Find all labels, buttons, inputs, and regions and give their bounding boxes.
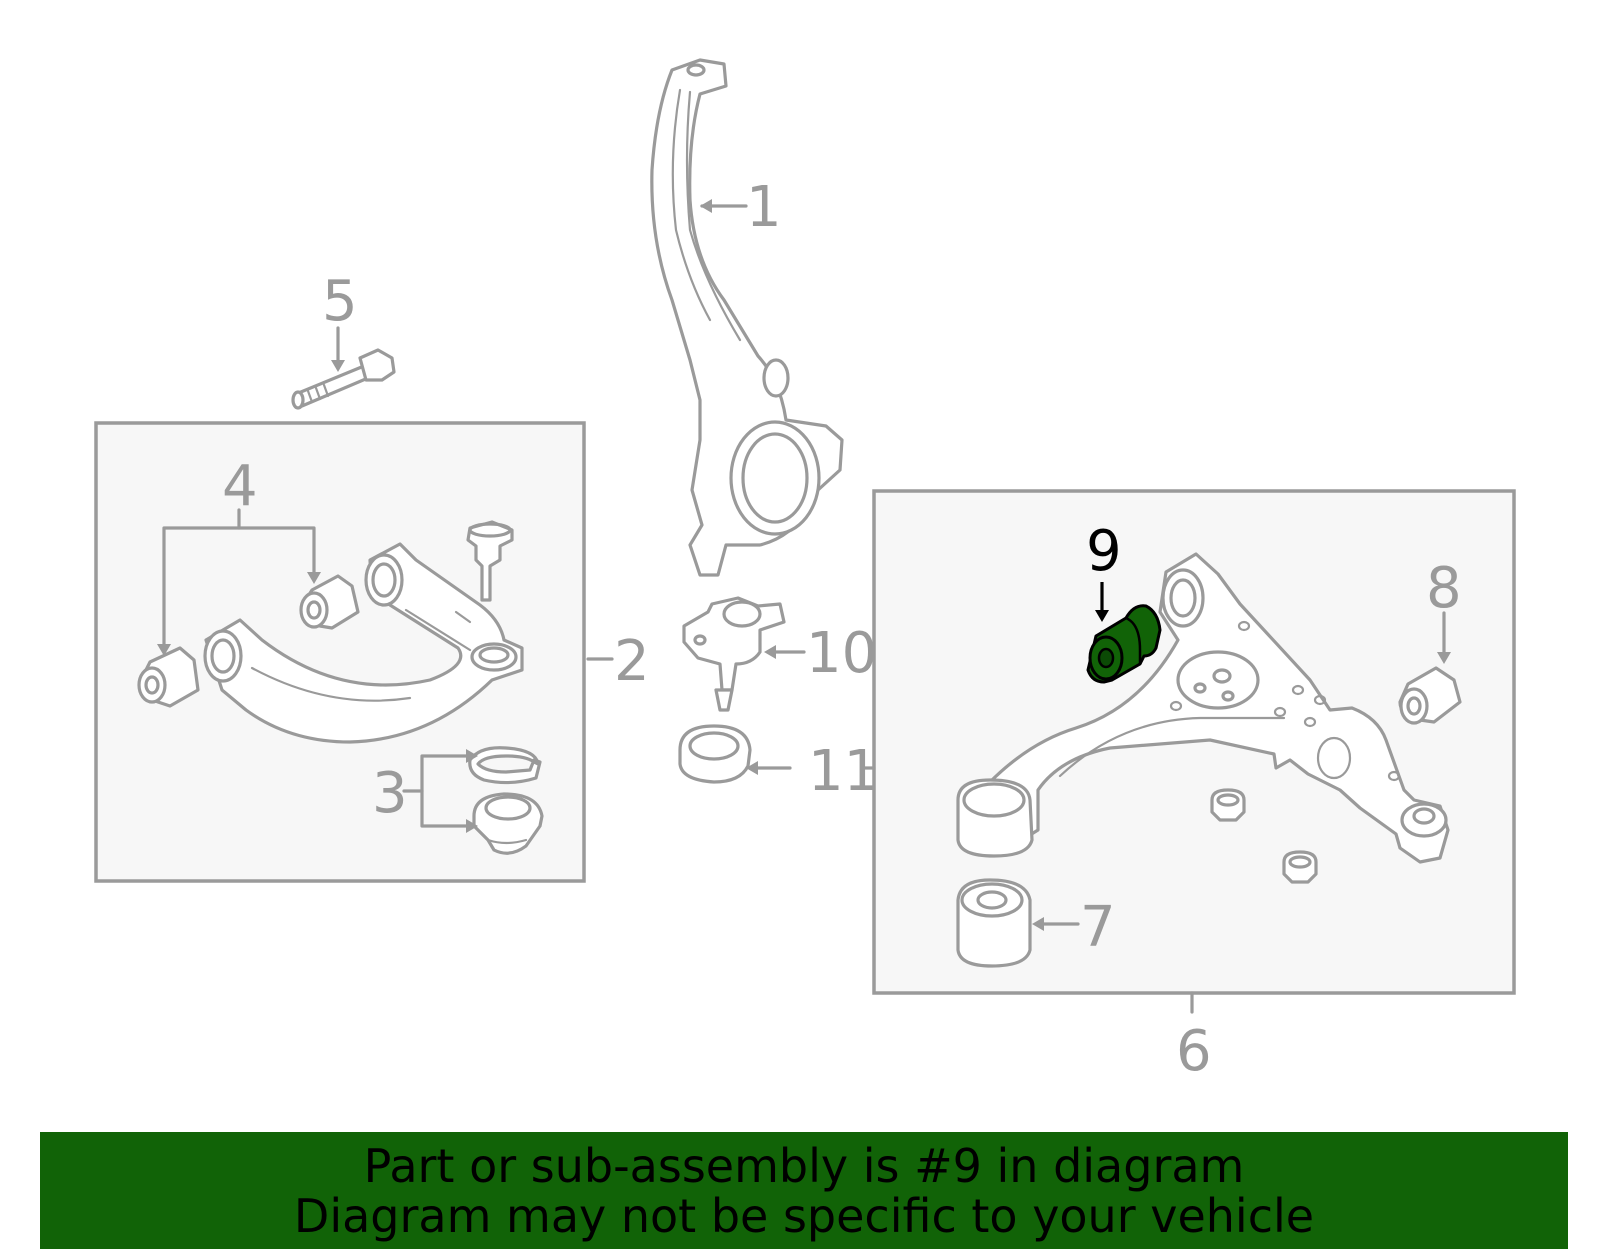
banner-line-2: Diagram may not be specific to your vehi…	[293, 1188, 1315, 1243]
lower-arm-bushing-part[interactable]	[1398, 666, 1462, 725]
knuckle-part[interactable]	[650, 58, 844, 577]
lower-arm-rear-bushing-part[interactable]	[956, 878, 1032, 968]
callout-2: 2	[614, 629, 650, 694]
upper-ball-joint-stud-part[interactable]	[466, 520, 514, 602]
notice-banner: Part or sub-assembly is #9 in diagram Di…	[40, 1132, 1568, 1249]
callout-1: 1	[746, 175, 782, 240]
banner-line-1: Part or sub-assembly is #9 in diagram	[363, 1138, 1245, 1193]
callout-9: 9	[1086, 519, 1122, 584]
callout-7: 7	[1080, 895, 1116, 960]
callout-4: 4	[222, 454, 258, 519]
callout-6: 6	[1176, 1019, 1212, 1084]
upper-control-arm-part[interactable]	[203, 542, 524, 744]
dust-ring-part[interactable]	[678, 724, 752, 784]
callout-11: 11	[808, 739, 879, 804]
bolt-part[interactable]	[291, 348, 396, 410]
lower-arm-nut-part[interactable]	[1210, 788, 1318, 884]
callout-5: 5	[322, 269, 358, 334]
callout-8: 8	[1426, 556, 1462, 621]
lower-control-arm-part[interactable]	[956, 552, 1450, 864]
parts-diagram: 1 5 2 4	[94, 58, 1516, 1084]
callout-3: 3	[372, 761, 408, 826]
callout-10: 10	[806, 621, 877, 686]
highlighted-bushing-part[interactable]	[1086, 604, 1162, 684]
upper-arm-bushing-part[interactable]	[137, 574, 360, 708]
snap-ring-and-boot-part[interactable]	[468, 746, 544, 855]
lower-ball-joint-part[interactable]	[682, 596, 786, 712]
